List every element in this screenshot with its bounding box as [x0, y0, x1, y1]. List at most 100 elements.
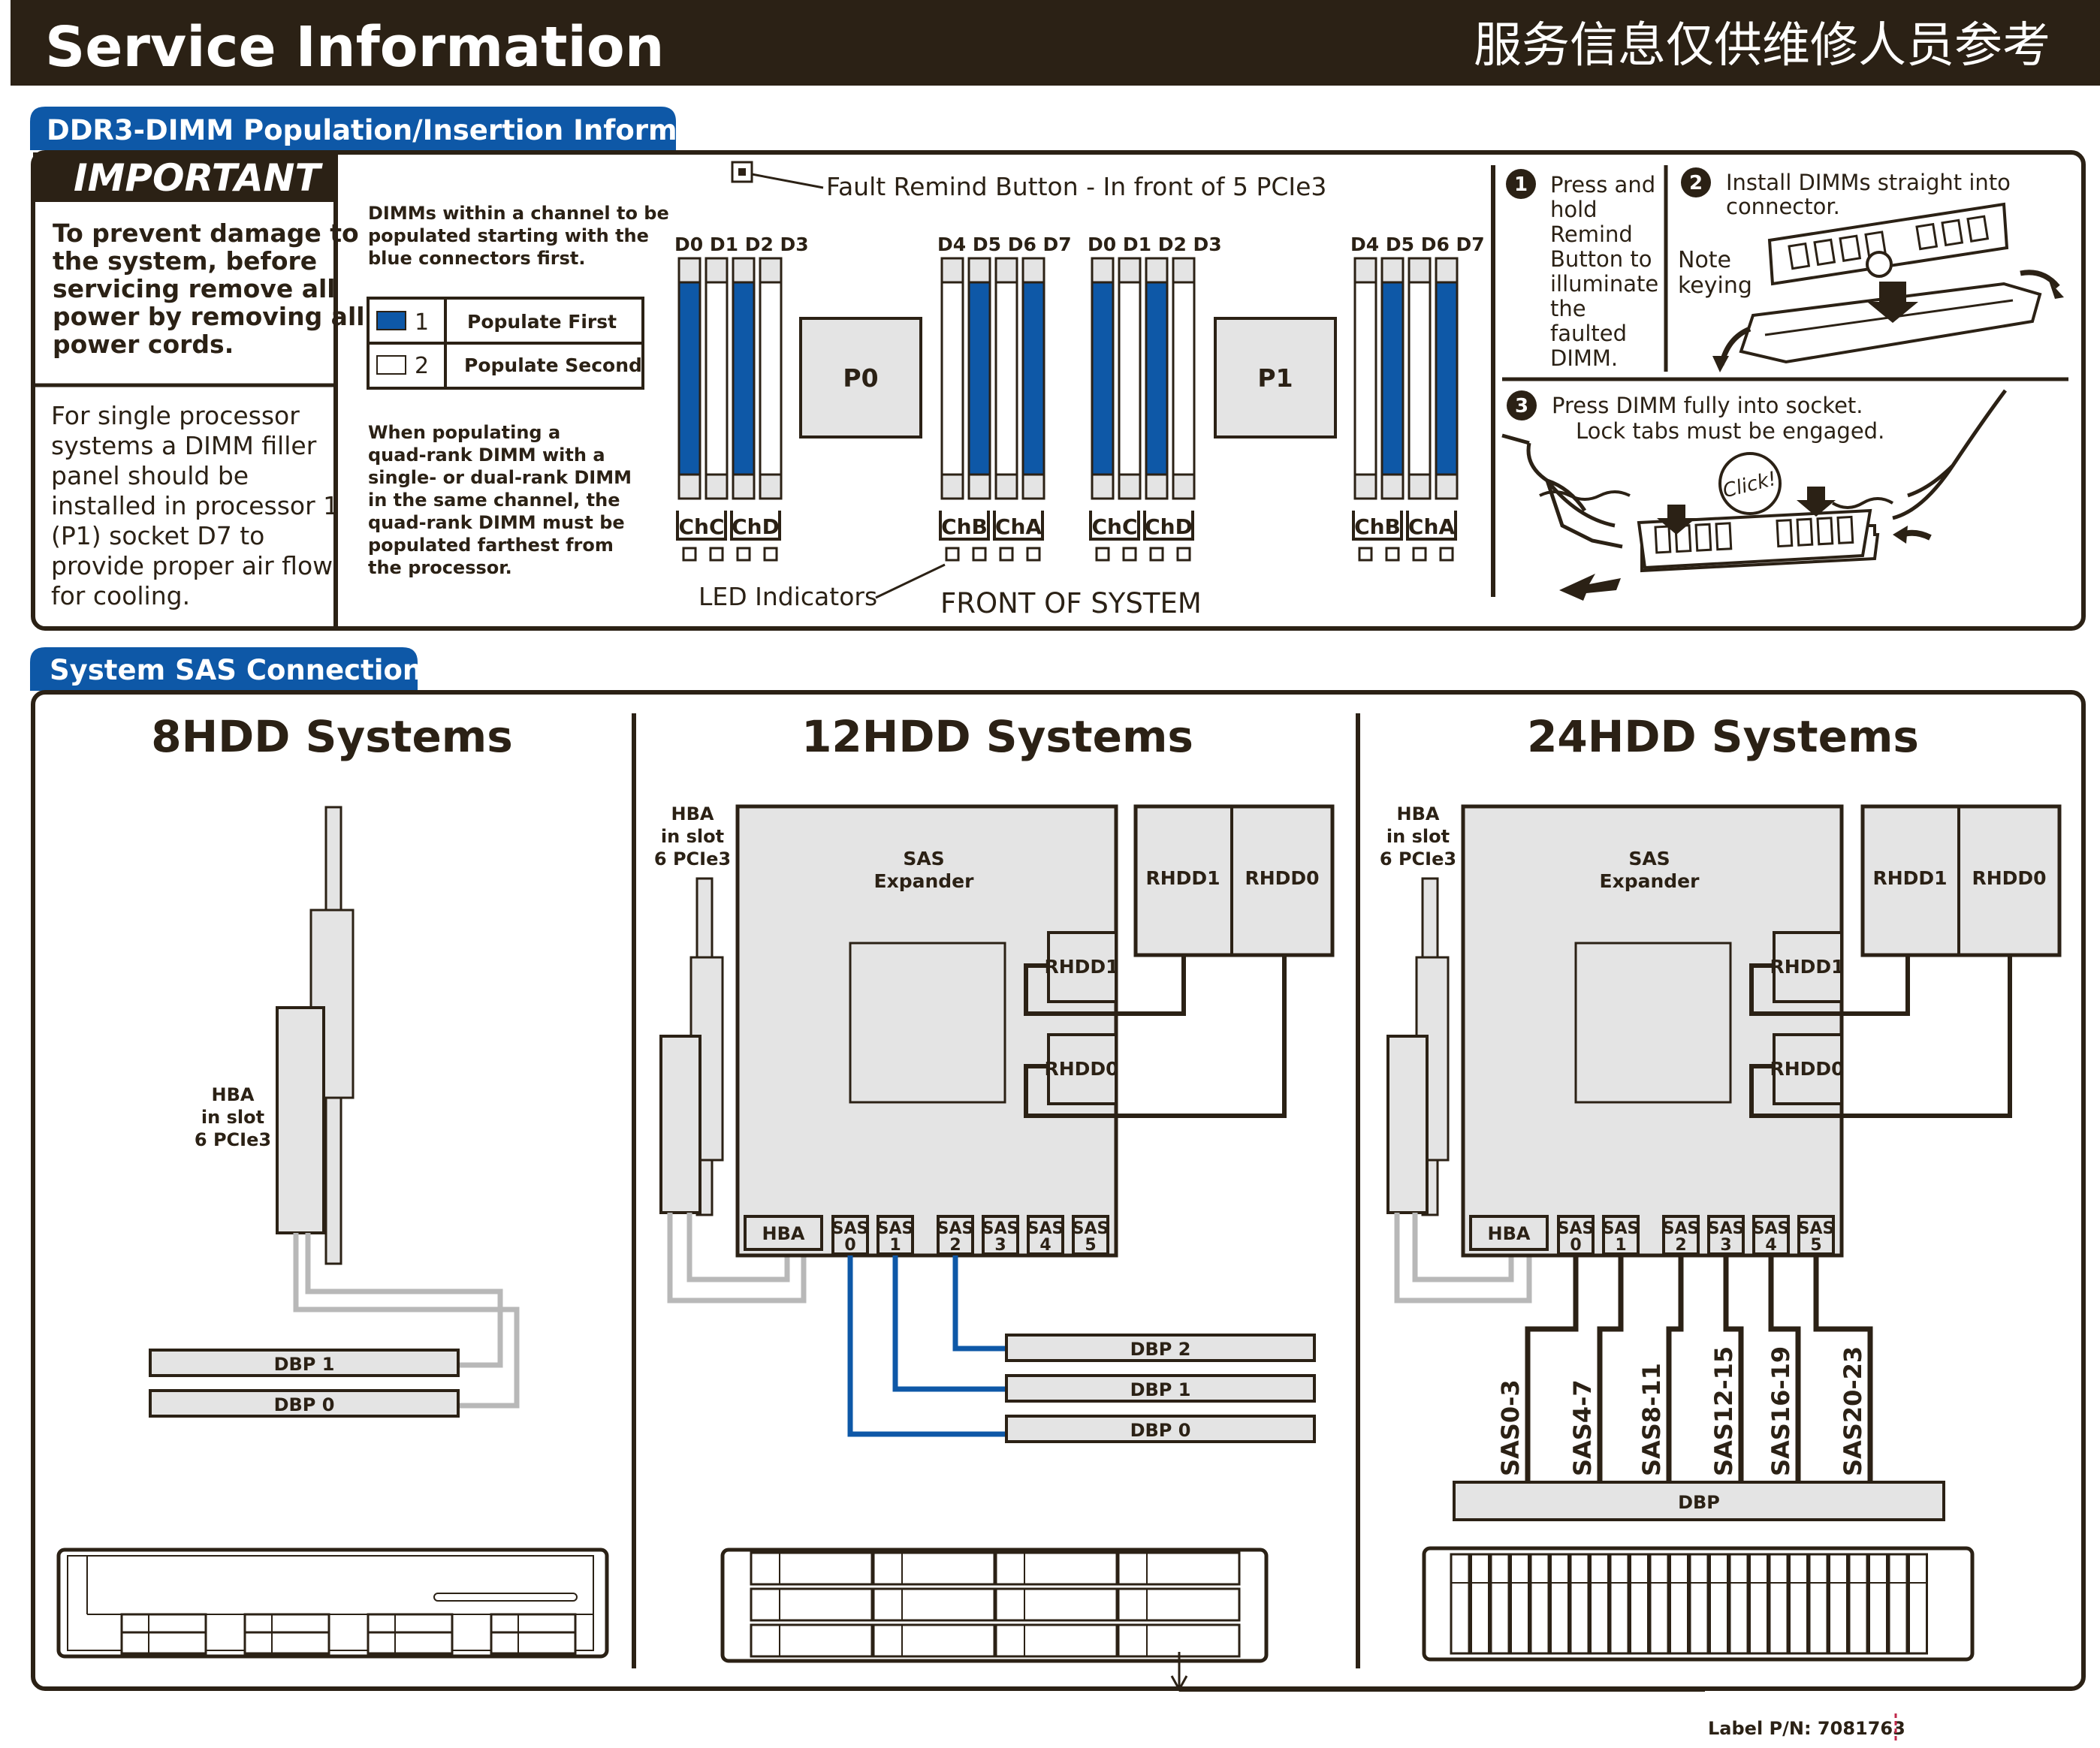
led-indicator [1412, 547, 1427, 562]
slot-group-label: D0 D1 D2 D3 [674, 234, 809, 255]
processor-label: P0 [843, 363, 878, 393]
single-cpu-line: panel should be [51, 461, 249, 490]
sas-port-number: 4 [1039, 1236, 1051, 1255]
drive-bay [1470, 1553, 1490, 1655]
sas-port-number: 0 [1570, 1236, 1581, 1255]
led-indicator [1149, 547, 1164, 562]
drive-bay [1629, 1553, 1649, 1655]
step-text-line: connector. [1726, 194, 1840, 219]
dimm-latch [1380, 473, 1405, 500]
sas-cable [1666, 1254, 1684, 1482]
dbp1-label-8: DBP 1 [274, 1354, 335, 1375]
drive-bay [1117, 1551, 1241, 1586]
dimm-slot [732, 281, 756, 476]
dimm-latch [1353, 473, 1377, 500]
label-part-number: Label P/N: 7081763 [1708, 1718, 1905, 1739]
dimm-slot [1380, 281, 1405, 476]
rhdd0-port-label-12: RHDD0 [1044, 1058, 1118, 1080]
legend-swatch-white [376, 355, 406, 375]
dbp1-8 [149, 1349, 460, 1377]
sas-port-number: 3 [1720, 1236, 1731, 1255]
step-number-badge [1681, 167, 1711, 197]
dbp0-8 [149, 1389, 460, 1418]
step-number: 2 [1689, 172, 1703, 194]
dimm-latch [940, 257, 964, 284]
drive-bay [994, 1587, 1118, 1622]
channel-label: ChA [1408, 514, 1455, 539]
single-cpu-line: (P1) socket D7 to [51, 521, 264, 550]
sas-port-number: 2 [949, 1236, 961, 1255]
step2-illustration: Note keying [1678, 202, 2064, 372]
important-heading-bar [33, 152, 336, 202]
drive-bay [243, 1613, 330, 1655]
sas-port [1557, 1215, 1595, 1255]
drive-bay [1510, 1553, 1530, 1655]
dimm-slot [940, 281, 964, 476]
drive-bay [1709, 1553, 1729, 1655]
step-text-line: Button to [1550, 246, 1652, 272]
dimm-latch [1435, 257, 1459, 284]
sas-port [982, 1215, 1019, 1255]
drive-bay [1828, 1553, 1848, 1655]
drive-bay [1529, 1553, 1550, 1655]
dbp1-label-12: DBP 1 [1130, 1379, 1191, 1400]
dimm-slot [1172, 281, 1196, 476]
ddr-section-title: DDR3-DIMM Population/Insertion Informati… [47, 114, 758, 146]
processor-label: P1 [1257, 363, 1293, 393]
system-12hdd: HBA in slot 6 PCIe3 SAS Expander RHDD1 R… [654, 803, 1335, 1692]
led-indicator [999, 547, 1014, 562]
drive-bay [872, 1587, 996, 1622]
sas-port-label: SAS [1798, 1219, 1835, 1238]
drive-bay [1589, 1553, 1610, 1655]
expander-label-24: SAS [1628, 848, 1670, 869]
hba-card-24 [1386, 1035, 1429, 1214]
single-cpu-line: For single processor [51, 401, 300, 430]
led-indicator [945, 547, 960, 562]
channel-note-line: blue connectors first. [368, 248, 585, 269]
sas-cable [1525, 1254, 1579, 1482]
sas-cable-label: SAS0-3 [1496, 1379, 1525, 1476]
header-bar [11, 0, 2100, 86]
dimm-latch [967, 257, 991, 284]
hba-label-24c: 6 PCIe3 [1380, 848, 1456, 869]
led-indicator [1439, 547, 1454, 562]
legend-swatch-blue [376, 311, 406, 330]
hba-port-label-12: HBA [762, 1223, 805, 1244]
dbp1-12 [1005, 1374, 1316, 1403]
sas-port-label: SAS [1558, 1219, 1595, 1238]
single-cpu-line: systems a DIMM filler [51, 431, 317, 460]
sas-port [877, 1215, 914, 1255]
sas-port-number: 3 [994, 1236, 1006, 1255]
dimm-slot [1091, 281, 1115, 476]
dimm-latch [1021, 257, 1045, 284]
step-number-badge [1506, 169, 1536, 199]
dimm-latch [705, 473, 729, 500]
sas-port [1797, 1215, 1835, 1255]
dimm-latch [1408, 473, 1432, 500]
drive-bay [1609, 1553, 1630, 1655]
legend-num-2: 2 [415, 353, 429, 379]
quad-note-line: When populating a [368, 422, 560, 443]
system-8hdd: HBA in slot 6 PCIe3 DBP 1 DBP 0 [56, 806, 609, 1659]
sas-port [937, 1215, 974, 1255]
dimm-slot [994, 281, 1018, 476]
note-keying-1: Note [1678, 247, 1731, 273]
step-text-line: Lock tabs must be engaged. [1576, 418, 1884, 444]
sas-port [1602, 1215, 1640, 1255]
legend-label-2: Populate Second [464, 354, 642, 376]
step-text-line: Install DIMMs straight into [1726, 170, 2011, 195]
sas-port-label: SAS [982, 1219, 1019, 1238]
step-text: Press DIMM fully into socket.Lock tabs m… [1552, 393, 1884, 444]
dimm-latch [705, 257, 729, 284]
step-text-line: the [1550, 296, 1586, 321]
led-indicator [709, 547, 724, 562]
sas-port-label: SAS [1708, 1219, 1745, 1238]
quad-note-line: quad-rank DIMM with a [368, 445, 605, 466]
quad-note-line: populated farthest from [368, 535, 614, 556]
sas-port-label: SAS [1073, 1219, 1109, 1238]
